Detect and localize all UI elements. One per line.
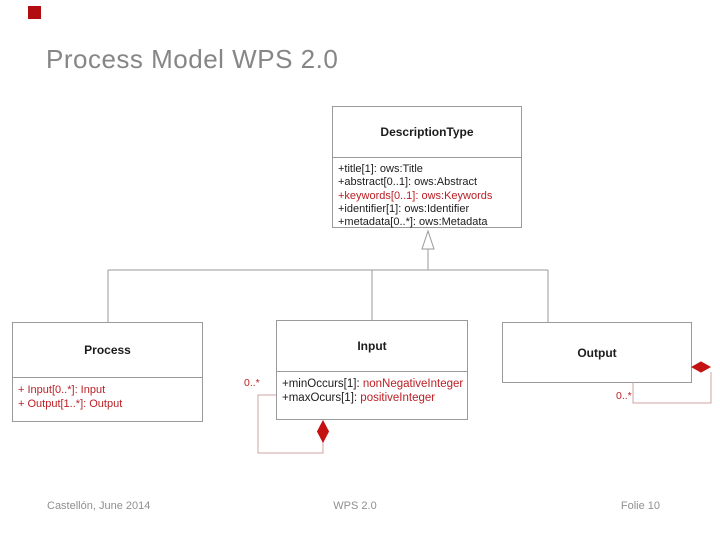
attr-maxocurs: +maxOcurs[1]: positiveInteger (282, 391, 467, 405)
attributes-input: +minOccurs[1]: nonNegativeInteger +maxOc… (277, 372, 467, 405)
attr-minoccurs-type: nonNegativeInteger (362, 378, 464, 390)
input-multiplicity-label: 0..* (244, 377, 260, 389)
attr-minoccurs-label: +minOccurs[1]: (282, 378, 363, 390)
class-name-process: Process (13, 323, 202, 378)
attr-process-input: + Input[0..*]: Input (18, 384, 106, 396)
footer-location-date: Castellón, June 2014 (47, 500, 151, 512)
class-box-input: Input +minOccurs[1]: nonNegativeInteger … (276, 320, 468, 420)
output-multiplicity-label: 0..* (616, 390, 632, 402)
class-name-input: Input (277, 321, 467, 372)
attr-abstract: +abstract[0..1]: ows:Abstract (338, 176, 478, 189)
class-box-descriptiontype: DescriptionType +title[1]: ows:Title +ab… (332, 106, 522, 228)
attr-identifier: +identifier[1]: ows:Identifier (338, 202, 470, 215)
input-composition-diamond-icon (316, 419, 330, 444)
attr-keywords: +keywords[0..1]: ows:Keywords (338, 189, 493, 202)
slide-title: Process Model WPS 2.0 (46, 44, 339, 74)
output-composition-diamond-icon (690, 361, 712, 373)
red-square-logo (28, 6, 41, 19)
generalization-triangle-icon (421, 229, 435, 250)
attr-title: +title[1]: ows:Title (338, 163, 423, 175)
footer-subject: WPS 2.0 (333, 500, 377, 512)
footer-page-number: Folie 10 (620, 500, 660, 512)
class-name-output: Output (577, 345, 617, 360)
class-box-output: Output (502, 322, 692, 383)
attr-maxocurs-label: +maxOcurs[1]: (282, 392, 361, 404)
attr-metadata: +metadata[0..*]: ows:Metadata (338, 216, 488, 229)
attr-minoccurs: +minOccurs[1]: nonNegativeInteger (282, 377, 467, 391)
attributes-process: + Input[0..*]: Input + Output[1..*]: Out… (13, 378, 202, 411)
class-box-process: Process + Input[0..*]: Input + Output[1.… (12, 322, 203, 422)
attr-process-output: + Output[1..*]: Output (18, 397, 123, 410)
class-name-descriptiontype: DescriptionType (333, 107, 521, 158)
attr-maxocurs-type: positiveInteger (360, 392, 436, 404)
attributes-descriptiontype: +title[1]: ows:Title +abstract[0..1]: ow… (333, 158, 521, 229)
